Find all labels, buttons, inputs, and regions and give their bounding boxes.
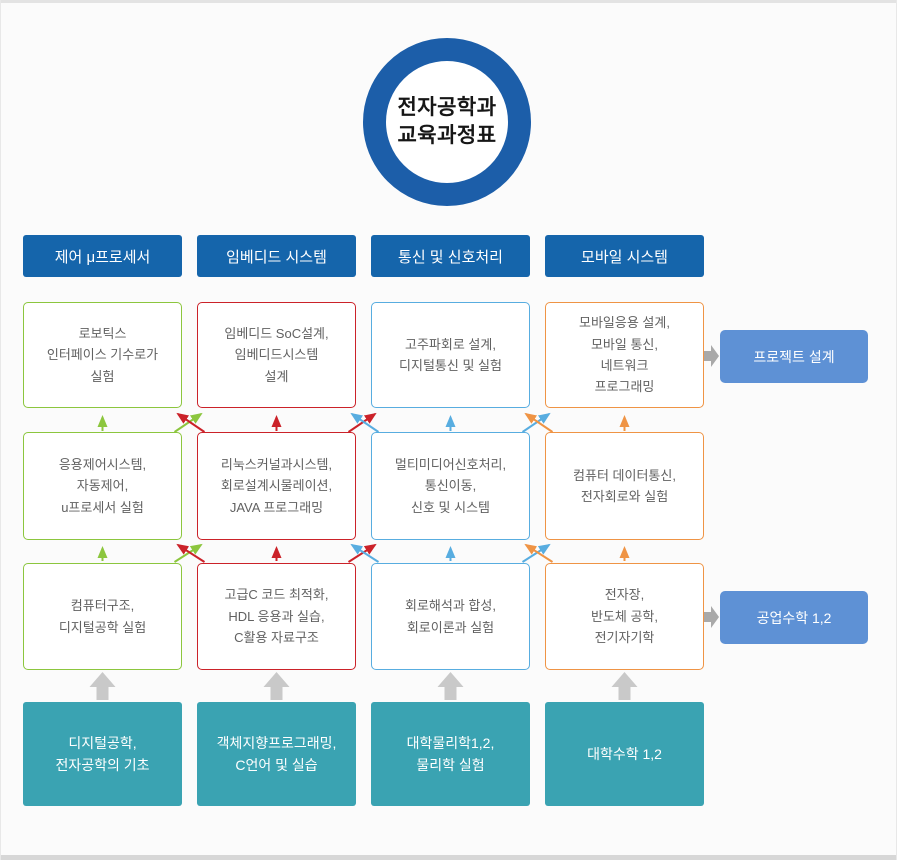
track-header-communication: 통신 및 신호처리 (371, 235, 530, 277)
arrows-foundation-to-row3 (89, 672, 638, 700)
course-box-control-intermediate: 응용제어시스템, 자동제어, u프로세서 실험 (23, 432, 182, 540)
curriculum-logo-circle: 전자공학과 교육과정표 (363, 38, 531, 206)
page-edge-top (0, 0, 897, 3)
course-box-embedded-advanced: 임베디드 SoC설계, 임베디드시스템 설계 (197, 302, 356, 408)
foundation-box-embedded: 객체지향프로그래밍, C언어 및 실습 (197, 702, 356, 806)
foundation-box-mobile: 대학수학 1,2 (545, 702, 704, 806)
course-box-control-core: 컴퓨터구조, 디지털공학 실험 (23, 563, 182, 670)
course-box-embedded-intermediate: 리눅스커널과시스템, 회로설계시물레이션, JAVA 프로그래밍 (197, 432, 356, 540)
course-box-embedded-core: 고급C 코드 최적화, HDL 응용과 실습, C활용 자료구조 (197, 563, 356, 670)
side-box-engineering-math: 공업수학 1,2 (720, 591, 868, 644)
track-header-control: 제어 μ프로세서 (23, 235, 182, 277)
track-header-mobile: 모바일 시스템 (545, 235, 704, 277)
course-box-communication-core: 회로해석과 합성, 회로이론과 실험 (371, 563, 530, 670)
course-box-mobile-intermediate: 컴퓨터 데이터통신, 전자회로와 실험 (545, 432, 704, 540)
page-title: 전자공학과 교육과정표 (397, 95, 497, 147)
course-box-control-advanced: 로보틱스 인터페이스 기수로가 실험 (23, 302, 182, 408)
arrows-row2-to-row1 (97, 412, 630, 433)
page-edge-left (0, 0, 1, 860)
foundation-box-control: 디지털공학, 전자공학의 기초 (23, 702, 182, 806)
course-box-mobile-advanced: 모바일응용 설계, 모바일 통신, 네트워크 프로그래밍 (545, 302, 704, 408)
course-box-mobile-core: 전자장, 반도체 공학, 전기자기학 (545, 563, 704, 670)
course-box-communication-advanced: 고주파회로 설계, 디지털통신 및 실험 (371, 302, 530, 408)
course-box-communication-intermediate: 멀티미디어신호처리, 통신이동, 신호 및 시스템 (371, 432, 530, 540)
arrows-row3-to-row2 (97, 543, 630, 563)
side-box-project-design: 프로젝트 설계 (720, 330, 868, 383)
foundation-box-communication: 대학물리학1,2, 물리학 실험 (371, 702, 530, 806)
arrows-to-side-boxes (704, 345, 719, 628)
track-header-embedded: 임베디드 시스템 (197, 235, 356, 277)
page-edge-bottom (0, 855, 897, 860)
